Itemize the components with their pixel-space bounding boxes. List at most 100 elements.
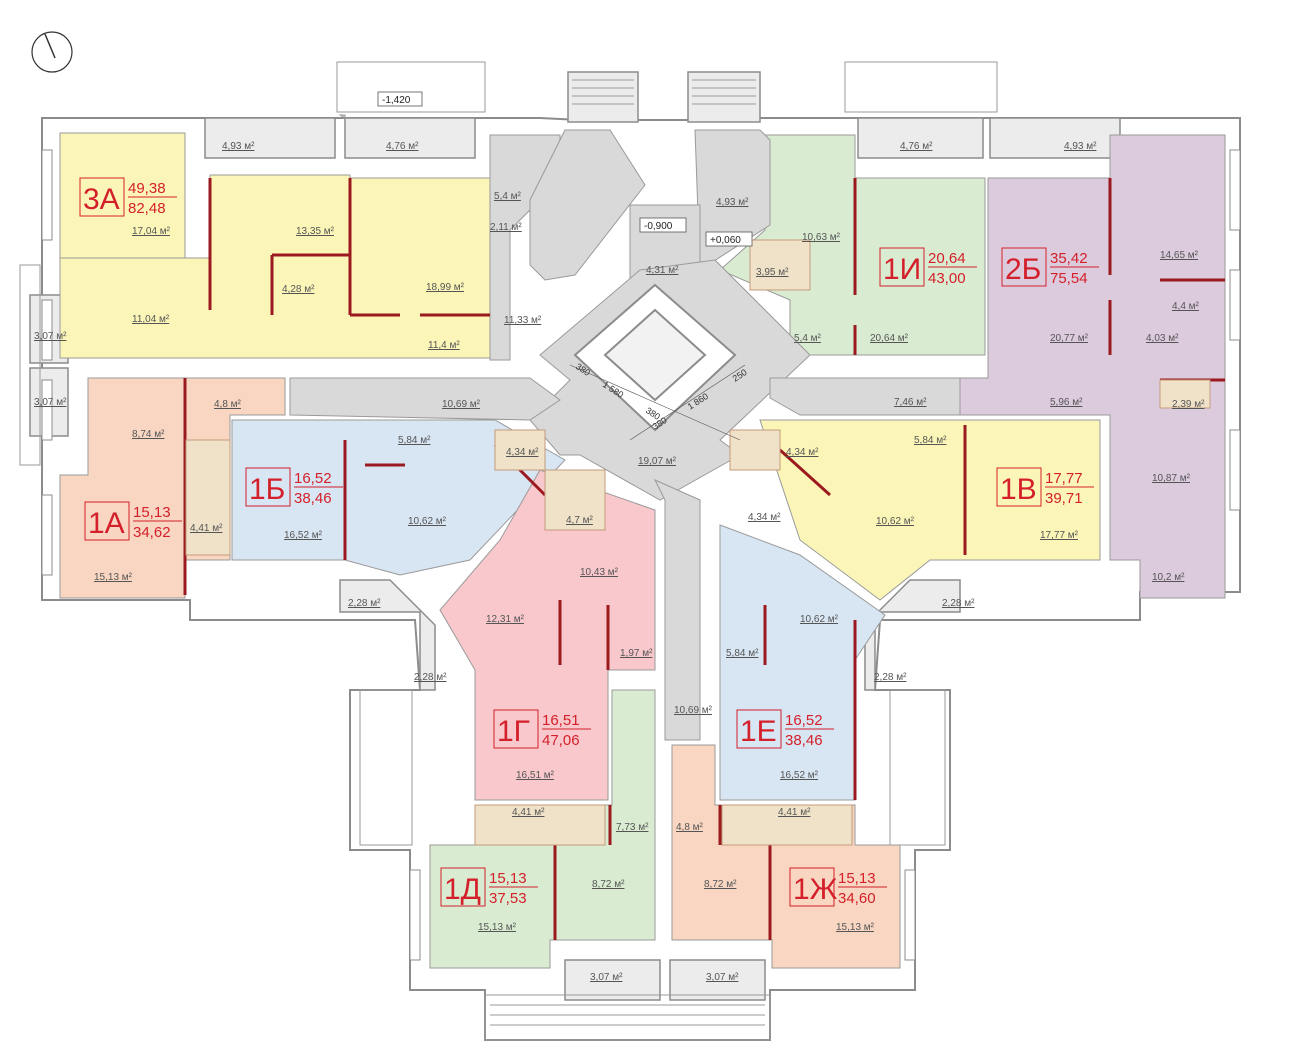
room-area-label: 11,33 м² — [504, 315, 542, 326]
room-area-label: 10,43 м² — [580, 567, 619, 578]
room-area-label: 4,03 м² — [1146, 333, 1179, 344]
room-area-label: 10,63 м² — [802, 232, 841, 243]
room-area-label: 4,41 м² — [778, 807, 811, 818]
room-area-label: 2,11 м² — [490, 222, 522, 233]
room-area-label: 7,73 м² — [616, 822, 649, 833]
apartment-total-area: 34,62 — [133, 524, 171, 541]
room-area-label: 2,28 м² — [348, 598, 381, 609]
apartment-code-box — [736, 709, 782, 749]
room-area-label: 10,62 м² — [876, 516, 915, 527]
room-area-label: 8,74 м² — [132, 429, 165, 440]
apartment-code: 3А — [83, 183, 120, 216]
apartment-code: 2Б — [1005, 253, 1041, 286]
apartment-total-area: 38,46 — [785, 732, 823, 749]
room-area-label: 17,77 м² — [1040, 530, 1079, 541]
room-area-label: 14,65 м² — [1160, 250, 1199, 261]
north-arrow-icon — [31, 31, 73, 73]
apartment-code-box — [789, 867, 835, 907]
room-area-label: 8,72 м² — [704, 879, 737, 890]
room-area-label: 10,62 м² — [800, 614, 839, 625]
apartment-label-3a: 3А 49,38 82,48 — [79, 177, 177, 217]
room-area-label: 20,77 м² — [1050, 333, 1089, 344]
room-area-label: 3,95 м² — [756, 267, 789, 278]
room-area-label: 2,28 м² — [874, 672, 907, 683]
room-area-label: 19,07 м² — [638, 456, 677, 467]
apartment-code: 1Е — [740, 715, 777, 748]
room-area-label: 4,93 м² — [222, 141, 255, 152]
apartment-1zh-zone — [671, 744, 901, 969]
room-area-label: 3,07 м² — [590, 972, 623, 983]
room-area-label: 1,97 м² — [620, 648, 653, 659]
room-area-label: 4,34 м² — [748, 512, 781, 523]
room-area-label: 5,96 м² — [1050, 397, 1083, 408]
apartment-total-area: 43,00 — [928, 270, 966, 287]
apartment-living-area: 16,52 — [294, 470, 332, 487]
apartment-living-area: 16,51 — [542, 712, 580, 729]
apartment-living-area: 15,13 — [489, 870, 527, 887]
apartment-code: 1Ж — [793, 873, 838, 906]
room-area-label: 2,39 м² — [1172, 399, 1205, 410]
apartment-code: 1Г — [497, 715, 530, 748]
apartment-code-box — [84, 501, 130, 541]
room-area-label: 5,84 м² — [398, 435, 431, 446]
apartment-total-area: 34,60 — [838, 890, 876, 907]
room-area-label: 13,35 м² — [296, 226, 335, 237]
room-area-label: 4,34 м² — [786, 447, 819, 458]
room-area-label: 4,8 м² — [214, 399, 242, 410]
room-area-label: 4,34 м² — [506, 447, 539, 458]
room-area-label: 2,28 м² — [414, 672, 447, 683]
room-area-label: 3,07 м² — [34, 331, 67, 342]
apartment-label-1e: 1Е 16,52 38,46 — [736, 709, 834, 749]
room-area-label: 4,8 м² — [676, 822, 704, 833]
apartment-living-area: 16,52 — [785, 712, 823, 729]
tiled-bathrooms — [185, 239, 1211, 846]
room-area-label: 15,13 м² — [478, 922, 517, 933]
room-area-label: 7,46 м² — [894, 397, 927, 408]
apartment-code: 1Б — [249, 473, 285, 506]
room-area-label: 12,31 м² — [486, 614, 525, 625]
partitions — [183, 178, 1225, 940]
apartment-total-area: 39,71 — [1045, 490, 1083, 507]
room-area-label: 4,76 м² — [900, 141, 933, 152]
apartment-living-area: 15,13 — [133, 504, 171, 521]
room-area-label: 4,93 м² — [1064, 141, 1097, 152]
room-area-label: 20,64 м² — [870, 333, 909, 344]
room-area-label: 18,99 м² — [426, 282, 465, 293]
apartment-living-area: 35,42 — [1050, 250, 1088, 267]
windows — [41, 149, 1241, 961]
room-area-label: 2,28 м² — [942, 598, 975, 609]
room-area-label: 10,2 м² — [1152, 572, 1185, 583]
apartment-1b-zone — [231, 419, 566, 576]
room-area-label: 5,4 м² — [494, 191, 522, 202]
apartment-total-area: 37,53 — [489, 890, 527, 907]
room-area-label: 4,41 м² — [512, 807, 545, 818]
room-area-label: 3,07 м² — [706, 972, 739, 983]
outer-railings — [19, 61, 998, 1041]
room-area-label: 16,51 м² — [516, 770, 555, 781]
room-area-label: 11,04 м² — [132, 314, 170, 325]
level-markers: -1,420 -0,900 +0,060 — [377, 91, 753, 247]
room-area-label: 16,52 м² — [284, 530, 323, 541]
balconies — [29, 71, 1121, 1001]
apartment-living-area: 20,64 — [928, 250, 966, 267]
apartment-living-area: 49,38 — [128, 180, 166, 197]
room-area-label: 4,31 м² — [646, 265, 679, 276]
room-area-label: 11,4 м² — [428, 340, 460, 351]
apartment-code-box — [440, 867, 486, 907]
room-area-label: 10,69 м² — [674, 705, 713, 716]
room-area-label: 4,28 м² — [282, 284, 315, 295]
room-area-label: 15,13 м² — [836, 922, 875, 933]
entrance-stairs — [490, 79, 765, 1026]
apartment-code-box — [1001, 247, 1047, 287]
apartment-total-area: 82,48 — [128, 200, 166, 217]
room-area-label: 16,52 м² — [780, 770, 819, 781]
level-mark-1: -1,420 — [382, 95, 411, 106]
